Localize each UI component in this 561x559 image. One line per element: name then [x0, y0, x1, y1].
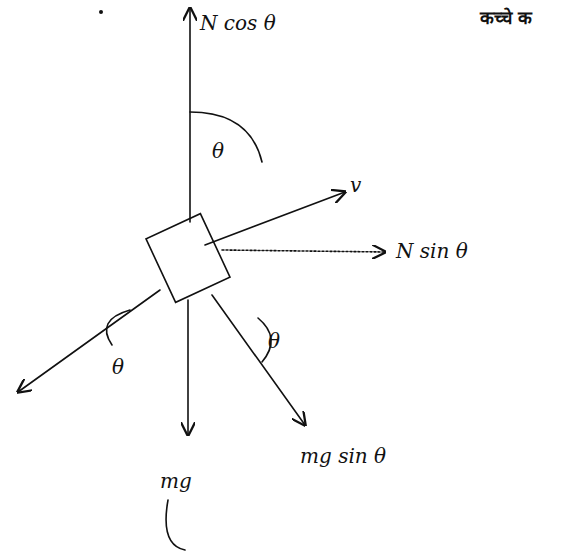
- incline-arrow: [18, 290, 160, 392]
- normal-horizontal-arrow: [222, 250, 385, 252]
- header-text: कच्चे क: [480, 8, 532, 28]
- angle-arc: [106, 310, 130, 345]
- weight-component-arrow: [212, 295, 305, 425]
- force-label: mg sin θ: [300, 445, 386, 467]
- angle-arc: [190, 112, 262, 162]
- force-label: N sin θ: [396, 240, 468, 262]
- force-label: mg: [160, 470, 192, 492]
- normal-vertical-arrow: [189, 8, 191, 222]
- force-label: θ: [268, 330, 280, 352]
- force-label: N cos θ: [200, 12, 276, 34]
- velocity-arrow: [205, 192, 345, 245]
- block: [146, 214, 230, 303]
- force-label: v: [350, 174, 361, 196]
- force-label: θ: [112, 356, 124, 378]
- weight-arrow: [187, 300, 189, 435]
- scribble: [166, 500, 185, 550]
- dot: [99, 10, 103, 14]
- force-label: θ: [212, 140, 224, 162]
